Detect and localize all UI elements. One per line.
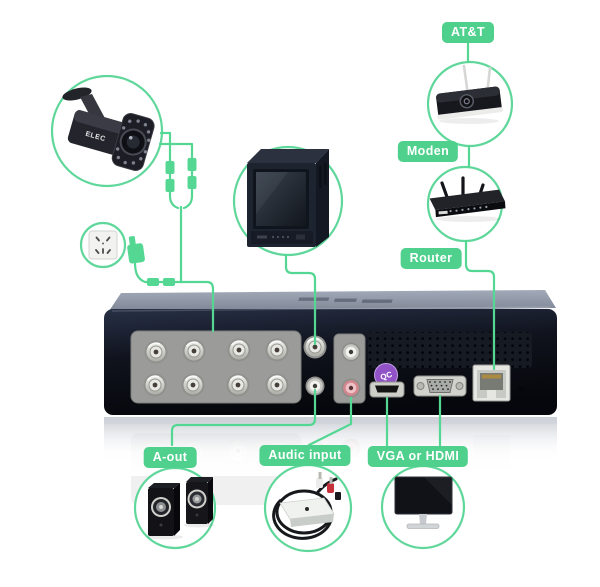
vent-grid	[368, 332, 532, 368]
dvr-top-logo	[298, 297, 393, 303]
tv-badge	[232, 145, 344, 257]
label-display-out: VGA or HDMI	[367, 446, 469, 467]
cable-connector	[165, 179, 175, 192]
cable-connectors	[127, 158, 197, 286]
dvr-screw-hole	[518, 386, 524, 392]
hdmi-port	[369, 381, 405, 398]
modem-icon	[436, 64, 504, 124]
audio-out-lead	[170, 388, 317, 447]
outlet-badge	[79, 221, 127, 269]
label-att: AT&T	[442, 22, 494, 43]
label-audio-out: A-out	[143, 447, 197, 468]
audio-in-pink-rca	[341, 378, 361, 398]
cable-connector	[187, 176, 197, 189]
router-icon	[429, 176, 506, 222]
bnc-input-panel	[130, 330, 302, 404]
label-audio-in: Audic input	[259, 445, 351, 466]
speakers-badge	[133, 466, 217, 550]
crt-monitor-icon	[247, 149, 329, 247]
router-badge	[426, 165, 506, 243]
audio-in-lead	[307, 396, 353, 447]
power-cable	[133, 260, 215, 333]
tv-video-cable	[284, 253, 317, 346]
bnc-connector	[180, 372, 206, 398]
security-camera-icon: ELEC	[62, 87, 155, 172]
microphone-icon	[272, 472, 341, 540]
power-outlet-icon	[88, 230, 118, 260]
cable-connector	[147, 278, 159, 286]
cable-connector	[187, 158, 197, 171]
label-modem: Moden	[397, 141, 459, 162]
cable-connector	[163, 278, 175, 286]
modem-badge	[426, 60, 514, 148]
bnc-connector	[143, 339, 169, 365]
flat-monitor-icon	[394, 476, 453, 529]
vga-port	[413, 375, 467, 397]
microphone-badge	[263, 463, 353, 553]
qc-sticker: QC	[374, 363, 398, 387]
camera-cable-1	[159, 131, 180, 210]
cable-connector	[165, 161, 175, 174]
bnc-connector	[142, 372, 168, 398]
dvr-top-face	[107, 290, 556, 314]
router-ethernet-cable	[464, 239, 496, 371]
connection-lines	[133, 39, 496, 448]
camera-badge: ELEC	[50, 74, 164, 188]
camera-cable-2	[158, 142, 194, 210]
ethernet-port	[472, 364, 511, 402]
power-adapter-icon	[127, 236, 145, 264]
audio-in-white-rca	[341, 342, 361, 362]
qc-sticker-text: QC	[379, 370, 393, 382]
bnc-connector	[225, 372, 251, 398]
bnc-connector	[264, 372, 290, 398]
bnc-connector	[264, 337, 290, 363]
bnc-connector	[226, 337, 252, 363]
speakers-icon	[147, 477, 214, 540]
bnc-connector	[181, 338, 207, 364]
label-router: Router	[400, 248, 462, 269]
monitor-badge	[380, 464, 466, 550]
